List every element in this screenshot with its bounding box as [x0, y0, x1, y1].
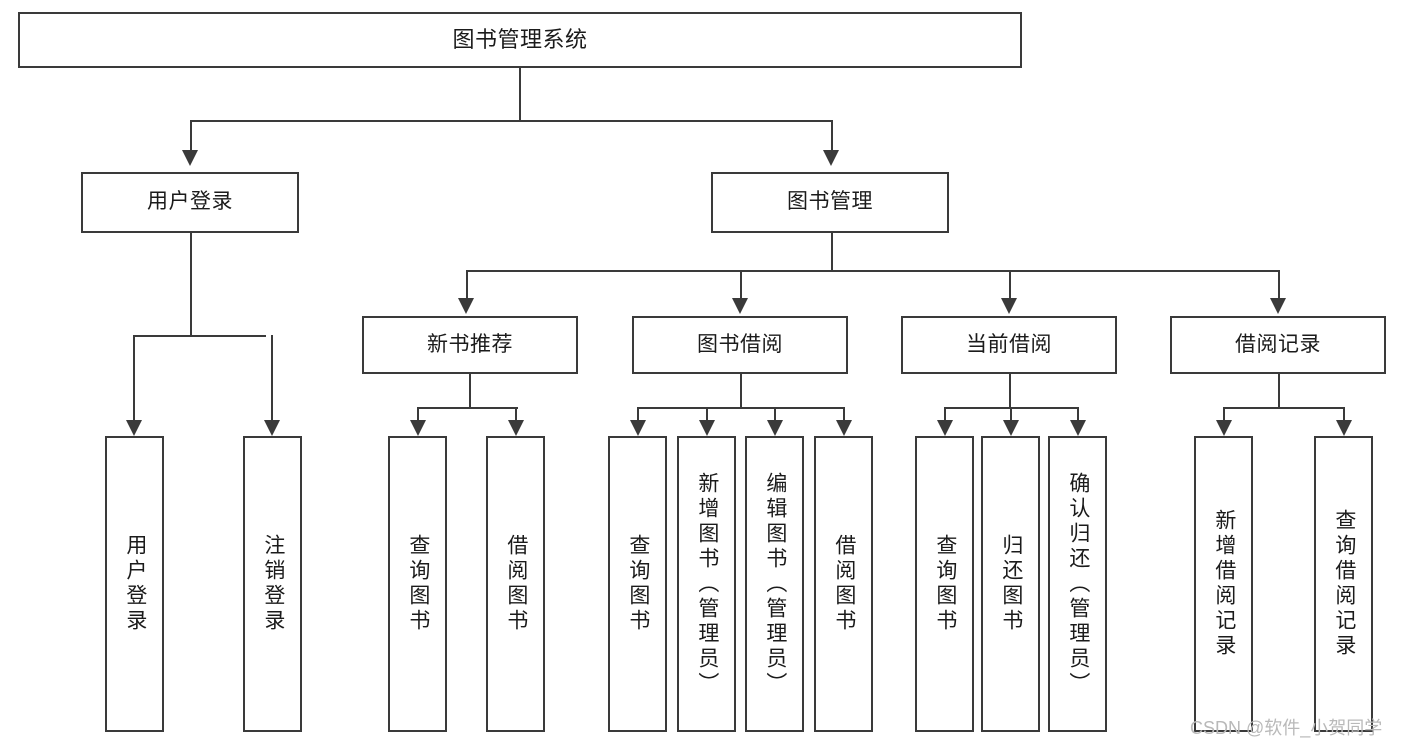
arrow-borrow-record-to-leaf-2	[1336, 420, 1352, 436]
leaf-edit-book-admin-label: 编辑图书（管理员）	[763, 471, 787, 697]
connector-borrow-record-to-leaf-1	[1223, 407, 1225, 420]
connector-current-borrow-to-leaf-3	[1077, 407, 1079, 420]
arrow-new-book-to-leaf-2	[508, 420, 524, 436]
connector-root-to-user-login	[190, 120, 192, 150]
arrow-book-manage-to-borrow-record	[1270, 298, 1286, 314]
leaf-confirm-return-admin[interactable]: 确认归还（管理员）	[1048, 436, 1107, 732]
leaf-confirm-return-admin-label: 确认归还（管理员）	[1066, 471, 1090, 697]
leaf-query-book-1-label: 查询图书	[406, 534, 430, 634]
arrow-book-borrow-to-leaf-1	[630, 420, 646, 436]
connector-book-borrow-to-leaf-3	[774, 407, 776, 420]
leaf-user-login-label: 用户登录	[123, 534, 147, 634]
leaf-user-login[interactable]: 用户登录	[105, 436, 164, 732]
leaf-logout-login-label: 注销登录	[261, 534, 285, 634]
node-new-book-recommend-label: 新书推荐	[427, 332, 513, 356]
connector-root-stem	[519, 68, 521, 120]
connector-user-login-to-leaf-2	[271, 335, 273, 420]
leaf-query-book-2[interactable]: 查询图书	[608, 436, 667, 732]
node-root-system-label: 图书管理系统	[452, 27, 588, 53]
leaf-query-book-1[interactable]: 查询图书	[388, 436, 447, 732]
connector-new-book-stem	[469, 374, 471, 407]
connector-current-borrow-stem	[1009, 374, 1011, 407]
arrow-current-borrow-to-leaf-1	[937, 420, 953, 436]
node-book-manage-label: 图书管理	[787, 190, 873, 214]
arrow-book-borrow-to-leaf-4	[836, 420, 852, 436]
arrow-book-manage-to-new-book	[458, 298, 474, 314]
connector-user-login-to-leaf-1	[133, 335, 135, 420]
connector-book-borrow-to-leaf-2	[706, 407, 708, 420]
leaf-query-book-3-label: 查询图书	[933, 534, 957, 634]
connector-book-manage-to-current-borrow	[1009, 270, 1011, 298]
leaf-edit-book-admin[interactable]: 编辑图书（管理员）	[745, 436, 804, 732]
leaf-add-borrow-record[interactable]: 新增借阅记录	[1194, 436, 1253, 732]
node-book-borrow[interactable]: 图书借阅	[632, 316, 848, 374]
arrow-borrow-record-to-leaf-1	[1216, 420, 1232, 436]
node-root-system[interactable]: 图书管理系统	[18, 12, 1022, 68]
node-user-login[interactable]: 用户登录	[81, 172, 299, 233]
leaf-add-book-admin-label: 新增图书（管理员）	[695, 471, 719, 697]
leaf-query-book-3[interactable]: 查询图书	[915, 436, 974, 732]
leaf-borrow-book-2[interactable]: 借阅图书	[814, 436, 873, 732]
connector-book-borrow-to-leaf-1	[637, 407, 639, 420]
connector-borrow-record-stem	[1278, 374, 1280, 407]
leaf-query-borrow-record[interactable]: 查询借阅记录	[1314, 436, 1373, 732]
connector-book-manage-stem	[831, 233, 833, 270]
arrow-user-login-to-leaf-2	[264, 420, 280, 436]
leaf-borrow-book-1[interactable]: 借阅图书	[486, 436, 545, 732]
connector-user-login-bar	[133, 335, 266, 337]
leaf-return-book-label: 归还图书	[999, 534, 1023, 634]
connector-book-manage-bar	[466, 270, 1278, 272]
node-current-borrow-label: 当前借阅	[966, 332, 1052, 356]
arrow-root-to-user-login	[182, 150, 198, 166]
arrow-current-borrow-to-leaf-3	[1070, 420, 1086, 436]
leaf-query-borrow-record-label: 查询借阅记录	[1332, 509, 1356, 659]
connector-borrow-record-bar	[1223, 407, 1343, 409]
connector-book-manage-to-new-book	[466, 270, 468, 298]
connector-new-book-bar	[417, 407, 518, 409]
connector-book-borrow-stem	[740, 374, 742, 407]
connector-book-manage-to-borrow-record	[1278, 270, 1280, 298]
leaf-query-book-2-label: 查询图书	[626, 534, 650, 634]
arrow-current-borrow-to-leaf-2	[1003, 420, 1019, 436]
arrow-book-manage-to-book-borrow	[732, 298, 748, 314]
arrow-new-book-to-leaf-1	[410, 420, 426, 436]
connector-root-to-book-manage	[831, 120, 833, 150]
connector-book-manage-to-book-borrow	[740, 270, 742, 298]
node-user-login-label: 用户登录	[147, 190, 233, 214]
connector-user-login-stem	[190, 233, 192, 335]
node-borrow-record-label: 借阅记录	[1235, 332, 1321, 356]
node-borrow-record[interactable]: 借阅记录	[1170, 316, 1386, 374]
connector-root-bar	[190, 120, 832, 122]
connector-current-borrow-to-leaf-2	[1010, 407, 1012, 420]
arrow-user-login-to-leaf-1	[126, 420, 142, 436]
leaf-borrow-book-2-label: 借阅图书	[832, 534, 856, 634]
node-new-book-recommend[interactable]: 新书推荐	[362, 316, 578, 374]
connector-borrow-record-to-leaf-2	[1343, 407, 1345, 420]
arrow-book-manage-to-current-borrow	[1001, 298, 1017, 314]
node-book-manage[interactable]: 图书管理	[711, 172, 949, 233]
connector-book-borrow-bar	[637, 407, 843, 409]
connector-book-borrow-to-leaf-4	[843, 407, 845, 420]
arrow-root-to-book-manage	[823, 150, 839, 166]
leaf-borrow-book-1-label: 借阅图书	[504, 534, 528, 634]
node-current-borrow[interactable]: 当前借阅	[901, 316, 1117, 374]
arrow-book-borrow-to-leaf-3	[767, 420, 783, 436]
leaf-add-book-admin[interactable]: 新增图书（管理员）	[677, 436, 736, 732]
leaf-logout-login[interactable]: 注销登录	[243, 436, 302, 732]
node-book-borrow-label: 图书借阅	[697, 332, 783, 356]
leaf-add-borrow-record-label: 新增借阅记录	[1212, 509, 1236, 659]
connector-new-book-to-leaf-1	[417, 407, 419, 420]
connector-current-borrow-to-leaf-1	[944, 407, 946, 420]
leaf-return-book[interactable]: 归还图书	[981, 436, 1040, 732]
connector-new-book-to-leaf-2	[515, 407, 517, 420]
arrow-book-borrow-to-leaf-2	[699, 420, 715, 436]
